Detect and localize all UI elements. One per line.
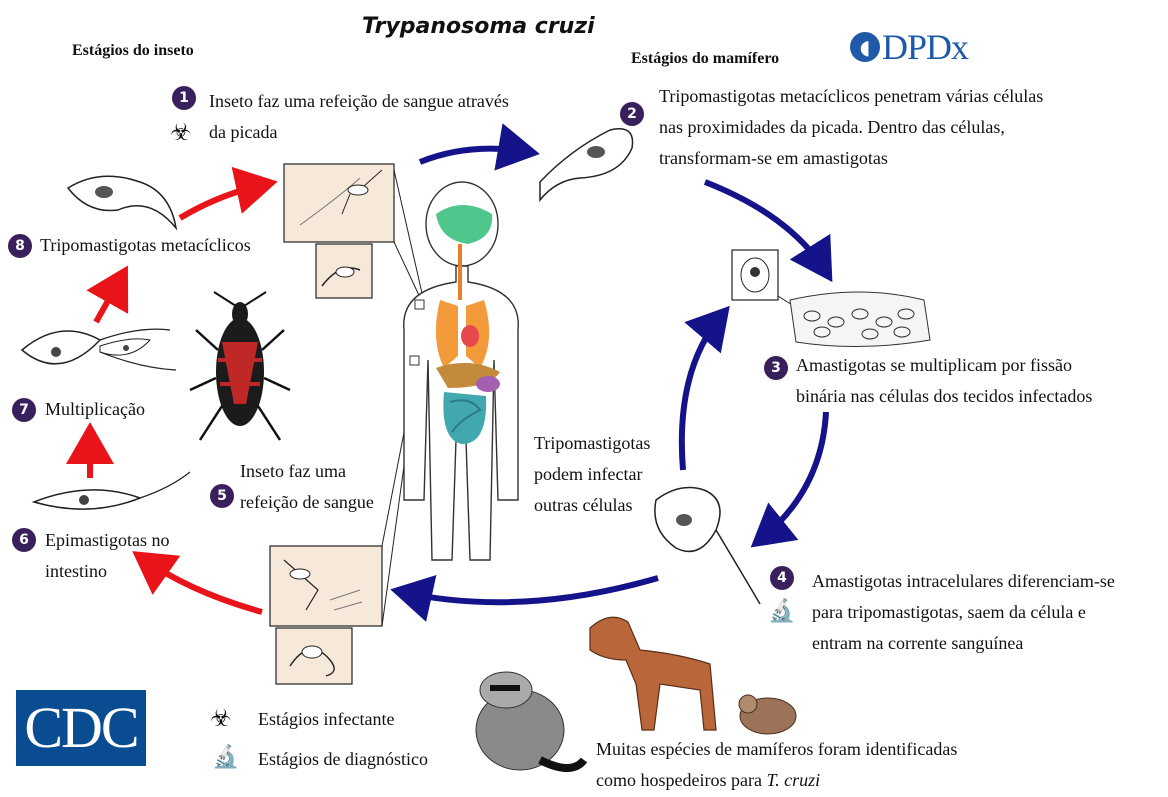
raccoon-illustration (476, 672, 584, 770)
dog-illustration (590, 617, 716, 730)
step-badge-7: 7 (12, 398, 36, 422)
infected-tissue-illustration (732, 250, 930, 347)
step-badge-1: 1 (172, 86, 196, 110)
arrow-8-to-1 (180, 184, 266, 218)
step-2-text: Tripomastigotas metacíclicos penetram vá… (659, 81, 1043, 174)
legend-diagnostic: Estágios de diagnóstico (258, 744, 428, 775)
step-badge-8: 8 (8, 234, 32, 258)
legend-infective: Estágios infectante (258, 704, 394, 735)
step-3-text: Amastigotas se multiplicam por fissãobin… (796, 350, 1092, 412)
dividing-epimastigotes-illustration (22, 329, 176, 370)
trypomastigote-8-illustration (68, 176, 176, 228)
arrow-1-to-2 (420, 149, 528, 162)
step-badge-2: 2 (620, 102, 644, 126)
step-6-text: Epimastigotas nointestino (45, 525, 170, 587)
cdc-logo: CDC (16, 690, 146, 766)
human-body-illustration (404, 182, 519, 560)
step-5-text: Inseto faz umarefeição de sangue (240, 456, 374, 518)
biohazard-icon: ☣ (170, 120, 192, 144)
trypomastigote-4-illustration (655, 488, 760, 604)
opossum-illustration (739, 695, 796, 734)
step-7-text: Multiplicação (45, 394, 145, 425)
legend-biohazard-icon: ☣ (210, 704, 232, 732)
step-8-text: Tripomastigotas metacíclicos (40, 230, 251, 261)
microscope-icon: 🔬 (768, 600, 795, 624)
hosts-note: Muitas espécies de mamíferos foram ident… (596, 734, 957, 796)
bite-inset-upper (284, 164, 394, 242)
epimastigote-6-illustration (34, 472, 190, 509)
arrow-3-to-4 (760, 412, 826, 540)
reinfection-note: Tripomastigotaspodem infectaroutras célu… (534, 428, 650, 521)
step-badge-4: 4 (770, 566, 794, 590)
legend-microscope-icon: 🔬 (212, 744, 239, 772)
step-1-text: Inseto faz uma refeição de sangue atravé… (209, 86, 509, 148)
step-badge-3: 3 (764, 356, 788, 380)
arrow-reinfect (682, 315, 722, 470)
arrow-7-to-8 (96, 276, 122, 322)
step-badge-6: 6 (12, 528, 36, 552)
bite-inset-lower (270, 546, 382, 626)
cdc-logo-text: CDC (24, 695, 137, 760)
step-4-text: Amastigotas intracelulares diferenciam-s… (812, 566, 1115, 659)
trypomastigote-2-illustration (540, 129, 633, 200)
kissing-bug-illustration (190, 292, 290, 440)
step-badge-5: 5 (210, 484, 234, 508)
arrow-4-to-5 (402, 578, 658, 602)
